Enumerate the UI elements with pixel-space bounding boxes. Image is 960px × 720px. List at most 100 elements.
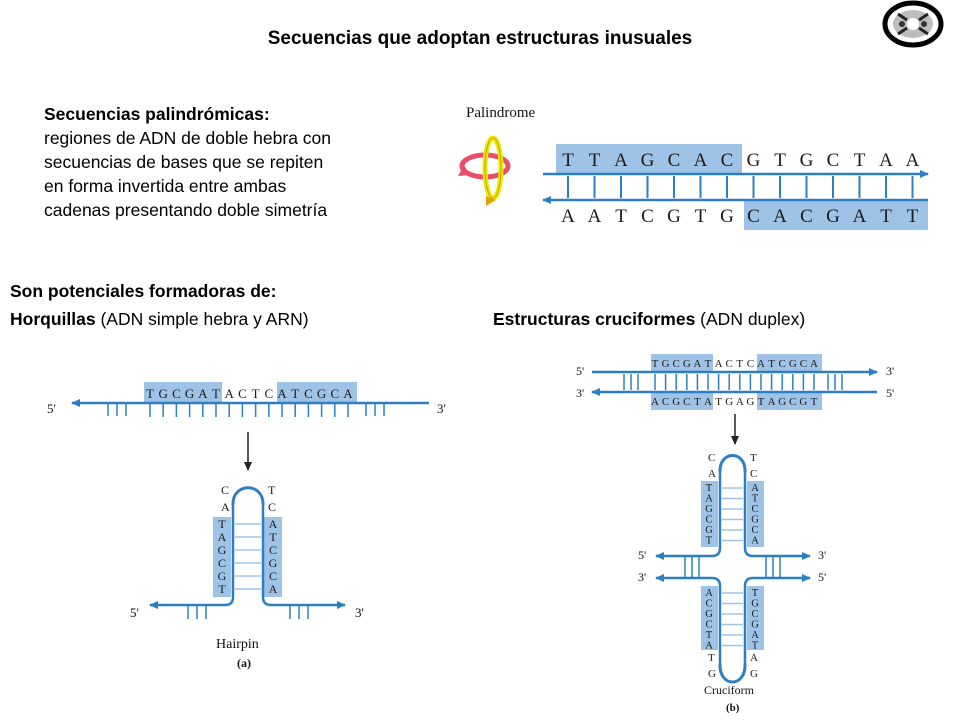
palindrome-top-base: A [614, 150, 628, 171]
cruciform-bottom-base: C [789, 396, 796, 408]
hairpin-left-stem-base: G [218, 569, 227, 583]
cruciform-bottom-base: G [799, 396, 807, 408]
hairpin-linear-base: G [159, 386, 168, 401]
cruciform-upper-right-base: C [751, 525, 758, 536]
palindrome-bottom-base: G [720, 206, 734, 227]
hairpin-linear-base: C [264, 386, 273, 401]
hairpin-panel-label: (a) [237, 656, 251, 670]
palindrome-bottom-base: A [561, 206, 575, 227]
cruciform-heading: Estructuras cruciformes (ADN duplex) [493, 306, 805, 332]
hairpin-linear-base: A [198, 386, 208, 401]
palindrome-top-base: T [854, 150, 866, 171]
palindrome-top-base: C [668, 150, 681, 171]
hairpin-loop-left: C [221, 483, 229, 497]
palindrome-bottom-base: T [907, 206, 919, 227]
cruciform-lower-right-base: A [751, 630, 759, 641]
cruciform-upper-right-base: C [751, 504, 758, 515]
palindrome-top-base: C [721, 150, 734, 171]
cruciform-top-base: A [810, 358, 818, 370]
hairpin-heading: Horquillas (ADN simple hebra y ARN) [10, 306, 309, 332]
hairpin-right-stem-base: A [269, 582, 278, 596]
palindrome-top-base: T [589, 150, 601, 171]
cruciform-lower-right-base: T [752, 588, 759, 599]
hairpin-heading-bold: Horquillas [10, 309, 96, 329]
hairpin-linear-base: C [304, 386, 313, 401]
cruciform-bottom-base: G [672, 396, 680, 408]
hairpin-right-stem-base: T [269, 530, 277, 544]
hairpin-bottom-5: 5' [130, 605, 139, 620]
palindrome-top-base: G [641, 150, 655, 171]
hairpin-right-first: C [268, 500, 276, 514]
cruciform-top-base: G [683, 358, 691, 370]
palindrome-bottom-base: G [667, 206, 681, 227]
hairpin-linear-base: T [146, 386, 154, 401]
cruciform-top-base: C [747, 358, 754, 370]
hairpin-right-stem-base: G [269, 556, 278, 570]
cruciform-top-base: A [693, 358, 701, 370]
cruci-end-top-left: 5' [576, 364, 584, 378]
cruci-end-top-right: 3' [886, 364, 894, 378]
cruciform-figure: 5' 3' 3' 5' TAGCCGGCATTAATCGTACGATTACGGC… [576, 354, 894, 714]
cruci-mid-3-left: 3' [638, 570, 646, 584]
hairpin-heading-rest: (ADN simple hebra y ARN) [95, 309, 309, 329]
palindrome-bottom-base: C [641, 206, 654, 227]
cruciform-bottom-base: A [768, 396, 776, 408]
palindrome-top-base: A [694, 150, 708, 171]
palindrome-bottom-base: T [695, 206, 707, 227]
institution-logo [882, 0, 944, 48]
cruci-upper-loop-left: C [708, 452, 715, 464]
cruciform-top-base: G [662, 358, 670, 370]
cruciform-top-base: C [800, 358, 807, 370]
cruciform-heading-bold: Estructuras cruciformes [493, 309, 696, 329]
palindrome-bottom-base: T [880, 206, 892, 227]
definition-line: cadenas presentando doble simetría [44, 200, 328, 220]
hairpin-linear-base: T [291, 386, 299, 401]
hairpin-linear-base: A [277, 386, 287, 401]
palindrome-top-base: A [879, 150, 893, 171]
palindrome-bottom-base: A [773, 206, 787, 227]
palindrome-bottom-base: T [615, 206, 627, 227]
cruci-lower-loop-left: G [708, 668, 716, 680]
cruciform-upper-right-base: T [752, 494, 759, 505]
cruci-end-bottom-left: 3' [576, 386, 584, 400]
palindrome-top-base: T [562, 150, 574, 171]
cruciform-lower-right-base: T [752, 641, 759, 652]
cruciform-top-base: A [757, 358, 765, 370]
cruciform-top-base: T [768, 358, 775, 370]
cruci-upper-left-first: A [708, 468, 716, 480]
hairpin-label: Hairpin [216, 637, 259, 652]
cruciform-top-base: C [779, 358, 786, 370]
cruciform-label: Cruciform [704, 683, 755, 697]
cruciform-top-base: T [705, 358, 712, 370]
slide-title: Secuencias que adoptan estructuras inusu… [267, 28, 693, 49]
cruciform-upper-left-base: G [705, 525, 713, 536]
cruciform-top-base: G [789, 358, 797, 370]
cruciform-panel-label: (b) [726, 702, 740, 714]
palindromic-definition: Secuencias palindrómicas: regiones de AD… [44, 102, 444, 222]
cruci-end-bottom-right: 5' [886, 386, 894, 400]
palindrome-top-base: G [747, 150, 761, 171]
cruciform-bottom-base: G [725, 396, 733, 408]
cruci-mid-5-left: 5' [638, 548, 646, 562]
cruci-mid-5-right: 5' [818, 570, 826, 584]
cruciform-lower-right-base: G [751, 599, 759, 610]
cruciform-lower-left-base: A [705, 641, 713, 652]
palindrome-label: Palindrome [466, 105, 535, 121]
hairpin-linear-base: G [185, 386, 194, 401]
definition-line: secuencias de bases que se repiten [44, 152, 324, 172]
palindrome-top-base: G [800, 150, 814, 171]
hairpin-end-5: 5' [47, 401, 56, 416]
hairpin-linear-base: T [212, 386, 220, 401]
palindrome-bottom-base: A [588, 206, 602, 227]
hairpin-linear-base: C [172, 386, 181, 401]
palindrome-bottom-base: C [800, 206, 813, 227]
cruciform-lower-left-base: C [705, 620, 712, 631]
cruciform-lower-left-base: C [705, 599, 712, 610]
cruciform-top-base: C [726, 358, 733, 370]
cruciform-lower-left-base: T [706, 630, 713, 641]
hairpin-linear-base: A [225, 386, 235, 401]
definition-line: regiones de ADN de doble hebra con [44, 128, 332, 148]
hairpin-linear-base: C [238, 386, 247, 401]
